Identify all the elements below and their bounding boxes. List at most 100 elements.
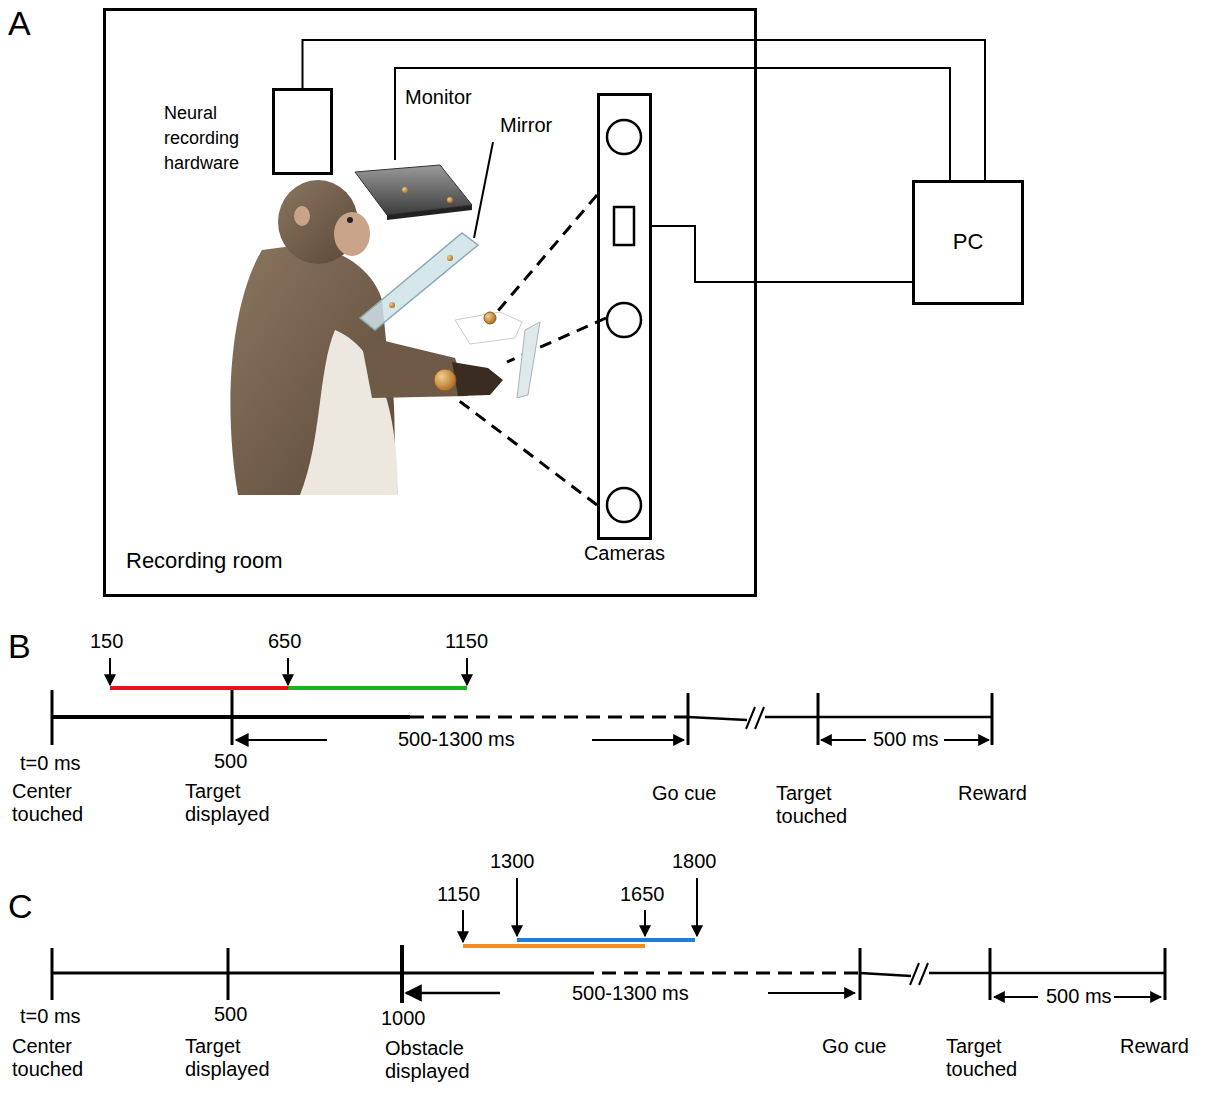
timeline-b-part <box>765 716 992 719</box>
monitor-shape-part <box>402 187 408 193</box>
node-label: Recording room <box>126 548 283 574</box>
event-label: Target touched <box>946 1035 1038 1081</box>
monkey-illustration-part <box>517 322 540 398</box>
mirror-shape-part <box>389 302 395 308</box>
time-value: 650 <box>268 630 301 653</box>
node-label: PC <box>953 229 984 255</box>
hardware-box: Neural recording hardware <box>272 88 333 175</box>
time-value: 500 <box>214 750 247 773</box>
timeline-b-part <box>755 707 764 729</box>
timeline-c-part <box>1114 996 1161 998</box>
timeline-b-part <box>592 739 684 741</box>
timeline-b-part <box>109 658 111 685</box>
timeline-c-part <box>768 992 855 994</box>
timeline-c-part <box>517 938 695 942</box>
cable <box>652 226 912 282</box>
monkey-illustration-part <box>360 335 468 398</box>
timeline-b-part <box>51 690 54 745</box>
interval-label: 500 ms <box>1046 985 1112 1008</box>
timeline-b <box>52 658 992 745</box>
mirror-shape-part <box>447 255 453 261</box>
camera-lens-part <box>607 488 641 522</box>
time-value: t=0 ms <box>20 1005 81 1028</box>
timeline-c-part <box>52 972 580 975</box>
timeline-b-part <box>991 693 994 745</box>
event-label: Center touched <box>12 1035 102 1081</box>
timeline-b-part <box>817 693 820 745</box>
event-label: Reward <box>1120 1035 1189 1058</box>
event-label: Obstacle displayed <box>385 1037 485 1083</box>
monitor-cable-part <box>395 68 950 180</box>
timeline-c-part <box>580 972 858 975</box>
node-label: Neural recording hardware <box>164 101 259 176</box>
event-label: Center touched <box>12 780 102 826</box>
node-label: Cameras <box>584 541 665 565</box>
timeline-b-part <box>746 707 755 729</box>
time-value: t=0 ms <box>20 752 81 775</box>
monitor-shape-part <box>387 205 472 220</box>
timeline-c-part <box>400 945 404 1003</box>
event-label: Target displayed <box>185 780 285 826</box>
timeline-b-part <box>231 690 234 745</box>
timeline-b-part <box>944 739 989 741</box>
time-value: 1150 <box>445 630 488 653</box>
monkey-illustration-part <box>455 312 522 344</box>
timeline-b-part <box>466 658 468 685</box>
panel-letter: C <box>8 887 33 926</box>
timeline-c-part <box>989 948 992 1000</box>
timeline-b-part <box>288 686 467 690</box>
camera-port <box>614 207 634 245</box>
timeline-c-part <box>859 948 862 1000</box>
monkey-illustration <box>230 180 540 495</box>
camera-sightline <box>458 195 606 505</box>
timeline-b-part <box>287 658 289 685</box>
timeline-c-part <box>227 948 230 1000</box>
timeline-c-part <box>463 944 645 948</box>
timeline-c-part <box>994 996 1038 998</box>
camera-lens-part <box>607 303 641 337</box>
camera-lens <box>607 120 641 522</box>
timeline-b-part <box>687 693 690 745</box>
timeline-c-part <box>462 910 464 942</box>
timeline-c-part <box>910 963 919 985</box>
monitor-shape <box>355 165 472 220</box>
part-label: Monitor <box>405 86 472 109</box>
time-value: 1000 <box>381 1007 426 1030</box>
timeline-c-part <box>929 972 1165 975</box>
camera-lens-part <box>607 120 641 154</box>
monitor-shape-part <box>447 197 453 203</box>
mirror-shape-part <box>360 233 478 330</box>
event-label: Target touched <box>776 782 868 828</box>
panel-letter: A <box>8 4 31 43</box>
camera-sightline-part <box>458 400 597 505</box>
timeline-b-part <box>410 716 688 719</box>
time-value: 1300 <box>490 850 535 873</box>
timeline-c-part <box>860 973 911 976</box>
interval-label: 500-1300 ms <box>572 982 689 1005</box>
monkey-illustration-part <box>294 206 310 226</box>
event-label: Target displayed <box>185 1035 285 1081</box>
monkey-illustration-part <box>452 362 503 396</box>
monkey-illustration-part <box>334 212 370 256</box>
timeline-c-part <box>406 992 500 995</box>
timeline-b-part <box>688 717 747 720</box>
timeline-c-part <box>644 910 646 936</box>
monitor-cable <box>395 68 950 180</box>
timeline-b-part <box>110 686 288 690</box>
timeline-c-part <box>696 878 698 936</box>
interval-label: 500-1300 ms <box>398 728 515 751</box>
panel-letter: B <box>8 627 31 666</box>
time-value: 1800 <box>672 850 717 873</box>
interval-label: 500 ms <box>873 728 939 751</box>
event-label: Go cue <box>652 782 716 805</box>
mirror-shape-part <box>474 142 493 238</box>
timeline-b-part <box>236 739 327 741</box>
time-value: 1650 <box>620 883 665 906</box>
event-label: Reward <box>958 782 1027 805</box>
monkey-illustration-part <box>484 312 496 324</box>
time-value: 150 <box>90 630 123 653</box>
mirror-shape <box>360 142 493 330</box>
pc-box: PC <box>912 180 1024 305</box>
event-label: Go cue <box>822 1035 886 1058</box>
